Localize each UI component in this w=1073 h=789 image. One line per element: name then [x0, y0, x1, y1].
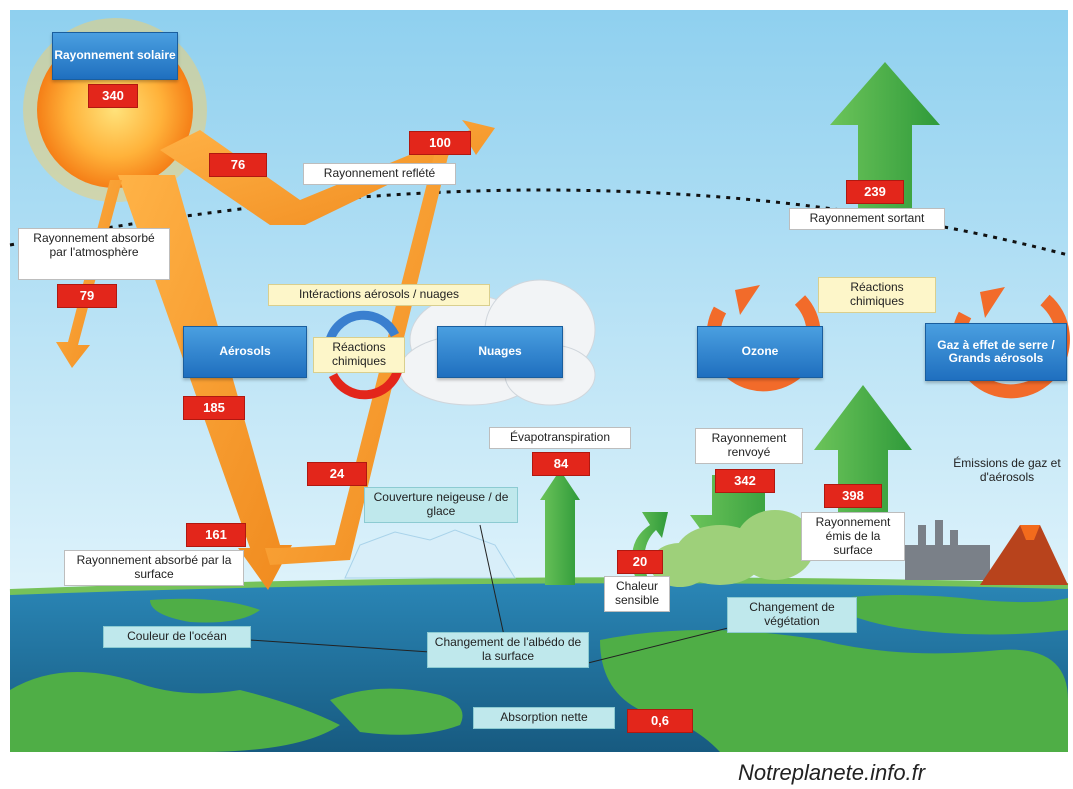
net-absorption-label: Absorption nette	[473, 707, 615, 729]
value-net-absorption: 0,6	[627, 709, 693, 733]
ocean-color-label: Couleur de l'océan	[103, 626, 251, 648]
surface-absorbed-label: Rayonnement absorbé par la surface	[64, 550, 244, 586]
greenhouse-gas-box: Gaz à effet de serre / Grands aérosols	[925, 323, 1067, 381]
chemical-reactions-label-2: Réactions chimiques	[818, 277, 936, 313]
value-342: 342	[715, 469, 775, 493]
reflected-radiation-label: Rayonnement reflété	[303, 163, 456, 185]
value-161: 161	[186, 523, 246, 547]
aerosol-cloud-interactions-label: Intéractions aérosols / nuages	[268, 284, 490, 306]
clouds-box: Nuages	[437, 326, 563, 378]
source-credit: Notreplanete.info.fr	[738, 760, 926, 785]
ghg-cycle-arrowhead	[980, 287, 1005, 318]
chemical-reactions-label: Réactions chimiques	[313, 337, 405, 373]
outgoing-radiation-label: Rayonnement sortant	[789, 208, 945, 230]
value-398: 398	[824, 484, 882, 508]
factory-icon	[905, 520, 990, 580]
volcano-icon	[980, 525, 1068, 585]
vegetation-icon	[650, 510, 815, 587]
value-24: 24	[307, 462, 367, 486]
ozone-box: Ozone	[697, 326, 823, 378]
horizon-land	[9, 577, 1069, 595]
solar-radiation-box: Rayonnement solaire	[52, 32, 178, 80]
snow-ice-cover-label: Couverture neigeuse / de glace	[364, 487, 518, 523]
ice-icon	[344, 529, 516, 579]
surface-emitted-radiation-label: Rayonnement émis de la surface	[801, 512, 905, 562]
label-connectors	[249, 524, 741, 666]
sensible-heat-label: Chaleur sensible	[604, 576, 670, 612]
evapotranspiration-label: Évapotranspiration	[489, 427, 631, 449]
gas-aerosol-emissions-label: Émissions de gaz et d'aérosols	[953, 456, 1061, 484]
vegetation-change-label: Changement de végétation	[727, 597, 857, 633]
value-185: 185	[183, 396, 245, 420]
aerosols-box: Aérosols	[183, 326, 307, 378]
value-84: 84	[532, 452, 590, 476]
value-100: 100	[409, 131, 471, 155]
surface-albedo-change-label: Changement de l'albédo de la surface	[427, 632, 589, 668]
ozone-cycle-arrowhead	[735, 285, 760, 315]
returned-radiation-label: Rayonnement renvoyé	[695, 428, 803, 464]
reaction-cycle-icon	[325, 310, 403, 400]
value-76: 76	[209, 153, 267, 177]
value-20: 20	[617, 550, 663, 574]
value-239: 239	[846, 180, 904, 204]
continents	[10, 595, 1068, 752]
value-79: 79	[57, 284, 117, 308]
atmosphere-absorbed-label: Rayonnement absorbé par l'atmosphère	[18, 228, 170, 280]
value-solar: 340	[88, 84, 138, 108]
